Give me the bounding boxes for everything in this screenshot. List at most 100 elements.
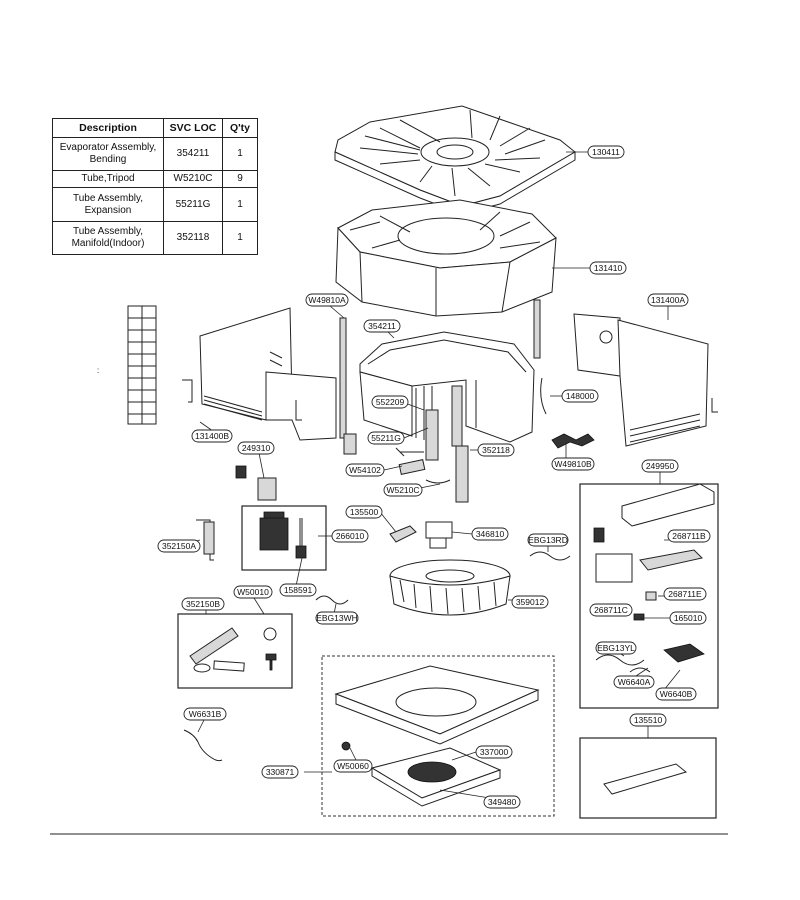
part-top-grille xyxy=(334,105,576,215)
part-filter-337000 xyxy=(407,761,457,783)
svg-text:131400A: 131400A xyxy=(651,295,685,305)
part-bracket-249310 xyxy=(257,477,277,501)
svg-text:346810: 346810 xyxy=(476,529,505,539)
part-wire-ebg13wh xyxy=(315,595,349,605)
svg-text:354211: 354211 xyxy=(368,321,396,331)
part-drain-hose-352150b xyxy=(189,627,239,665)
part-grille-edge xyxy=(371,767,501,807)
svg-text:158591: 158591 xyxy=(284,585,313,595)
part-drain-pan xyxy=(335,199,557,317)
part-connector-small xyxy=(235,465,247,479)
part-pcb-main xyxy=(595,553,633,583)
part-screw xyxy=(265,653,277,671)
svg-text:W6640A: W6640A xyxy=(618,677,651,687)
cell-svc-loc: 354211 xyxy=(163,137,223,171)
svg-text:W50060: W50060 xyxy=(337,761,369,771)
table-row: Tube Assembly,Manifold(Indoor) 352118 1 xyxy=(52,221,258,255)
callout-346810: 346810 xyxy=(471,527,509,541)
callout-131410: 131410 xyxy=(589,261,627,275)
svg-text:W6631B: W6631B xyxy=(189,709,222,719)
callout-130411: 130411 xyxy=(587,145,625,159)
svg-text:249310: 249310 xyxy=(242,443,271,453)
stray-mark: : xyxy=(97,365,99,375)
part-pin-left xyxy=(182,379,193,403)
svg-text:W6640B: W6640B xyxy=(660,689,693,699)
callout-352150b: 352150B xyxy=(181,597,225,611)
part-control-box-cover xyxy=(621,483,715,527)
svg-text:552209: 552209 xyxy=(376,397,405,407)
cell-description: Tube Assembly,Manifold(Indoor) xyxy=(52,221,164,255)
part-evaporator xyxy=(359,331,535,503)
callout-w50060: W50060 xyxy=(333,759,373,773)
svg-text:W5210C: W5210C xyxy=(386,485,419,495)
svg-text:266010: 266010 xyxy=(336,531,365,541)
part-clamp-ring xyxy=(193,663,211,673)
callout-148000: 148000 xyxy=(561,389,599,403)
callout-w54102: W54102 xyxy=(345,463,385,477)
part-bracket-135500 xyxy=(389,525,417,543)
svg-text:W54102: W54102 xyxy=(349,465,381,475)
cell-svc-loc: 55211G xyxy=(163,187,223,222)
callout-55211g: 55211G xyxy=(367,431,405,445)
svg-text:EBG13YL: EBG13YL xyxy=(597,643,635,653)
cell-svc-loc: 352118 xyxy=(163,221,223,255)
part-relay-165010 xyxy=(633,613,645,621)
part-wire-ebg13rd xyxy=(529,551,571,561)
group-drain-hose-kit xyxy=(177,613,293,689)
callout-w49810a: W49810A xyxy=(305,293,349,307)
table-row: Tube,Tripod W5210C 9 xyxy=(52,170,258,188)
callout-w6640a: W6640A xyxy=(613,675,655,689)
part-cable-w6631b xyxy=(183,729,223,762)
part-side-panel-right xyxy=(573,313,718,447)
callout-165010: 165010 xyxy=(669,611,707,625)
part-pipe-352150a-body xyxy=(203,521,215,555)
svg-text:148000: 148000 xyxy=(566,391,595,401)
part-sensor-holder xyxy=(343,433,357,455)
part-fuse-268711e xyxy=(645,591,657,601)
part-clamp-w49810b xyxy=(551,433,595,449)
parts-table: Description SVC LOC Q'ty Evaporator Asse… xyxy=(52,118,258,255)
callout-131400b: 131400B xyxy=(191,429,233,443)
cell-qty: 1 xyxy=(222,221,258,255)
part-coil-fins-left xyxy=(127,305,157,425)
svg-text:268711E: 268711E xyxy=(668,589,702,599)
callout-268711c: 268711C xyxy=(589,603,633,617)
svg-text:165010: 165010 xyxy=(674,613,703,623)
callout-158591: 158591 xyxy=(279,583,317,597)
svg-text:55211G: 55211G xyxy=(371,433,401,443)
svg-text:352150A: 352150A xyxy=(162,541,196,551)
table-row: Tube Assembly,Expansion 55211G 1 xyxy=(52,187,258,222)
part-hose-clamp-w50010 xyxy=(263,627,277,641)
part-front-frame-opening xyxy=(395,687,477,717)
part-shaft-collar xyxy=(295,545,307,559)
callout-337000: 337000 xyxy=(475,745,513,759)
callout-330871: 330871 xyxy=(261,765,299,779)
group-fan-motor xyxy=(241,505,327,571)
part-screw-w50060 xyxy=(341,741,351,751)
callout-268711b: 268711B xyxy=(667,529,711,543)
part-wire-w6640a xyxy=(629,667,651,673)
callout-ebg13yl: EBG13YL xyxy=(595,641,637,655)
part-bracket-w49810a xyxy=(339,317,347,439)
svg-text:349480: 349480 xyxy=(488,797,517,807)
svg-text:135510: 135510 xyxy=(634,715,663,725)
svg-text:131400B: 131400B xyxy=(195,431,229,441)
part-fan-motor-266010 xyxy=(259,511,289,551)
svg-text:W50010: W50010 xyxy=(237,587,269,597)
svg-text:359012: 359012 xyxy=(516,597,545,607)
svg-text:249950: 249950 xyxy=(646,461,675,471)
callout-352118: 352118 xyxy=(477,443,515,457)
svg-text:W49810B: W49810B xyxy=(554,459,592,469)
callout-249310: 249310 xyxy=(237,441,275,455)
svg-text:268711C: 268711C xyxy=(594,605,628,615)
callout-135500: 135500 xyxy=(345,505,383,519)
svg-text:W49810A: W49810A xyxy=(308,295,346,305)
callout-249950: 249950 xyxy=(641,459,679,473)
group-front-panel xyxy=(321,655,555,817)
callout-ebg13wh: EBG13WH xyxy=(315,611,359,625)
svg-text:352150B: 352150B xyxy=(186,599,220,609)
svg-text:352118: 352118 xyxy=(482,445,510,455)
svg-text:135500: 135500 xyxy=(350,507,379,517)
svg-text:EBG13RD: EBG13RD xyxy=(528,535,568,545)
